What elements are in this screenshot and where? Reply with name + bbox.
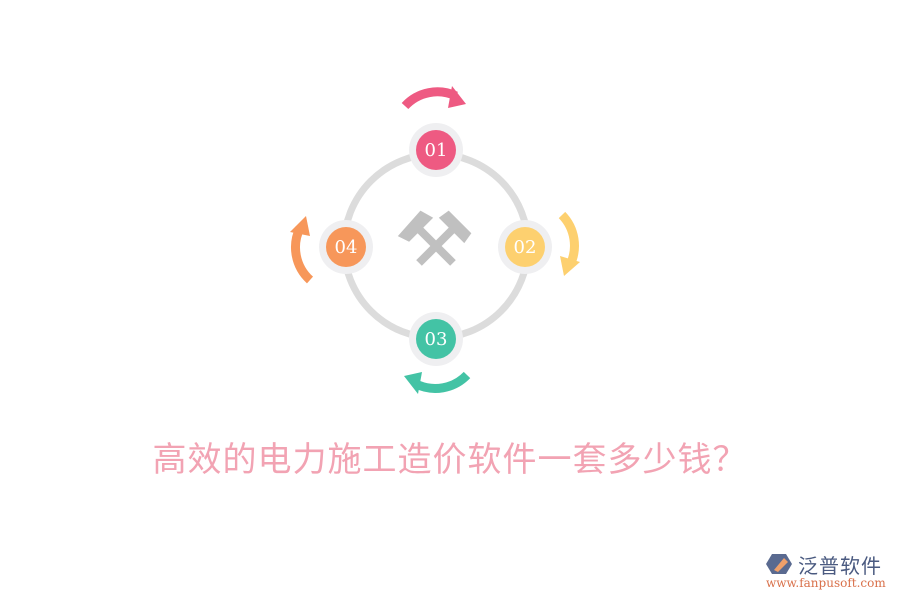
brand-logo[interactable]: 泛普软件 www.fanpusoft.com	[764, 550, 896, 594]
arrow-01-icon	[401, 86, 466, 110]
node-03: 03	[409, 312, 463, 366]
crossed-hammers-icon	[397, 210, 472, 266]
svg-text:04: 04	[335, 237, 358, 258]
svg-text:01: 01	[425, 140, 448, 161]
svg-text:03: 03	[425, 329, 448, 350]
page-title: 高效的电力施工造价软件一套多少钱？	[152, 440, 748, 480]
arrow-04-icon	[290, 216, 314, 284]
arrow-03-icon	[404, 371, 471, 394]
node-04: 04	[319, 220, 373, 274]
logo-url: www.fanpusoft.com	[766, 576, 886, 590]
node-01: 01	[409, 123, 463, 177]
svg-text:02: 02	[514, 237, 537, 258]
logo-name: 泛普软件	[798, 554, 882, 578]
arrow-02-icon	[558, 211, 580, 276]
node-02: 02	[498, 220, 552, 274]
logo-mark-icon	[766, 554, 792, 574]
